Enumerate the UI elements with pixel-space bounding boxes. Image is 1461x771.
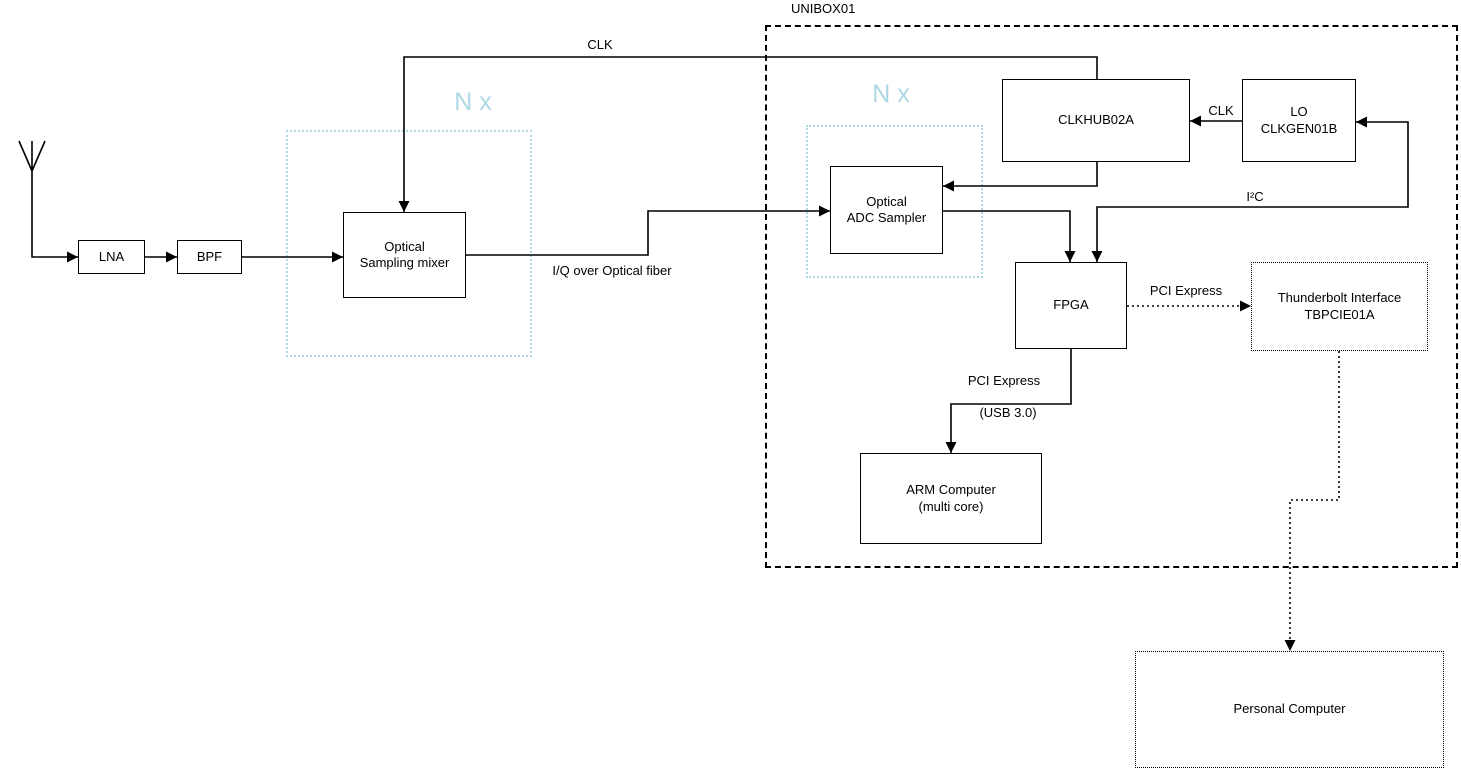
personal-computer-box: Personal Computer bbox=[1135, 651, 1444, 768]
optical-sampling-mixer-label: Optical Sampling mixer bbox=[359, 238, 450, 270]
bpf-label: BPF bbox=[196, 248, 223, 264]
optical-adc-sampler-box: Optical ADC Sampler bbox=[830, 166, 943, 254]
bpf-box: BPF bbox=[177, 240, 242, 274]
optical-sampling-mixer-box: Optical Sampling mixer bbox=[343, 212, 466, 298]
clkhub02a-label: CLKHUB02A bbox=[1058, 112, 1134, 128]
clk-top-label: CLK bbox=[587, 37, 613, 52]
lo-clkgen01b-label: LO CLKGEN01B bbox=[1260, 104, 1338, 136]
iq-fiber-label: I/Q over Optical fiber bbox=[552, 263, 672, 278]
thunderbolt-interface-label: Thunderbolt Interface TBPCIE01A bbox=[1277, 290, 1402, 322]
i2c-label: I²C bbox=[1246, 189, 1264, 204]
lna-box: LNA bbox=[78, 240, 145, 274]
personal-computer-label: Personal Computer bbox=[1233, 701, 1346, 717]
arm-computer-label: ARM Computer (multi core) bbox=[906, 482, 996, 514]
pcie-thunderbolt-label: PCI Express bbox=[1149, 283, 1223, 298]
clkhub02a-box: CLKHUB02A bbox=[1002, 79, 1190, 162]
optical-adc-sampler-label: Optical ADC Sampler bbox=[846, 193, 927, 225]
pcie-arm-label: PCI Express bbox=[967, 373, 1041, 388]
unibox-label: UNIBOX01 bbox=[791, 1, 856, 16]
fpga-label: FPGA bbox=[1053, 297, 1089, 313]
thunderbolt-interface-box: Thunderbolt Interface TBPCIE01A bbox=[1251, 262, 1428, 351]
lo-clkgen01b-box: LO CLKGEN01B bbox=[1242, 79, 1356, 162]
fpga-box: FPGA bbox=[1015, 262, 1127, 349]
mixer-group-label: N x bbox=[454, 88, 492, 116]
usb-label: (USB 3.0) bbox=[979, 405, 1037, 420]
lna-label: LNA bbox=[98, 248, 125, 264]
adc-group-label: N x bbox=[872, 80, 910, 108]
antenna-icon bbox=[18, 140, 78, 257]
arm-computer-box: ARM Computer (multi core) bbox=[860, 453, 1042, 544]
clk-lo-label: CLK bbox=[1208, 103, 1234, 118]
unibox-border bbox=[765, 25, 1458, 568]
